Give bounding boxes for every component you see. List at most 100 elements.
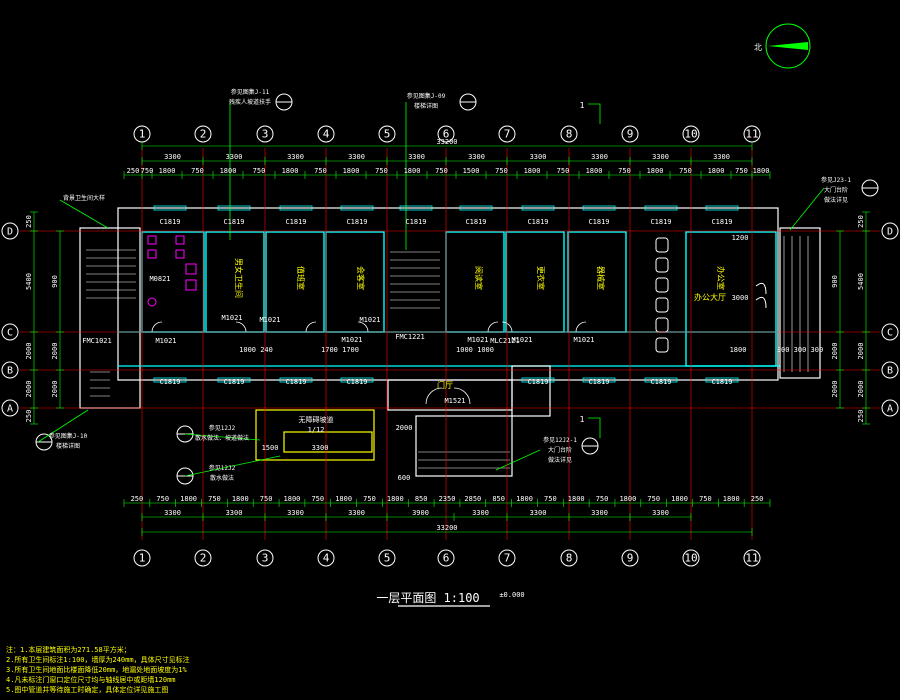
dim-right-outer-text: 2000	[857, 381, 865, 398]
grid-label-col: 2	[200, 128, 207, 141]
grid-label-row: A	[7, 404, 13, 415]
dim-detail-bottom-text: 1800	[619, 495, 636, 503]
window-mark	[582, 205, 616, 211]
window-mark	[521, 205, 555, 211]
dim-left-outer-text: 2000	[25, 343, 33, 360]
grid-label-row: C	[887, 328, 893, 339]
dim-bays-top-text: 3300	[468, 153, 485, 161]
ref-label: 参见图集J-11	[231, 88, 270, 96]
ramp-dim: 3300	[312, 444, 329, 452]
ref-label: 楼梯详图	[414, 102, 438, 110]
window-label-top: C1819	[405, 218, 426, 226]
dim-detail-top-text: 750	[314, 167, 327, 175]
ref-label: 背景卫生间大样	[63, 194, 105, 202]
window-mark	[340, 205, 374, 211]
grid-bubble-row	[1, 361, 19, 379]
dim-bays-top-text: 3300	[348, 153, 365, 161]
grid-bubble-col	[437, 125, 455, 143]
door-label: M1021	[341, 336, 362, 344]
ramp-title: 无障碍坡道	[299, 415, 334, 424]
dim-bays-bottom-text: 3900	[412, 509, 429, 517]
dim-detail-top-text: 1800	[708, 167, 725, 175]
ref-label: 散水做法、坡道做法	[195, 434, 249, 442]
dim-detail-bottom-text: 750	[544, 495, 557, 503]
dim-detail-bottom-text: 1800	[284, 495, 301, 503]
ref-label: 散水做法	[210, 474, 234, 482]
outer-wall	[117, 207, 779, 381]
dim-detail-top-text: 1800	[647, 167, 664, 175]
dim-total-top-text: 33200	[436, 138, 457, 146]
dim-detail-top-text: 750	[618, 167, 631, 175]
door-label: M1021	[467, 336, 488, 344]
window-label-bottom: C1819	[588, 378, 609, 386]
dim-bays-bottom-text: 3300	[472, 509, 489, 517]
grid-bubble-col	[743, 549, 761, 567]
door-label: M1021	[573, 336, 594, 344]
grid-label-col: 7	[504, 552, 511, 565]
window-label-top: C1819	[223, 218, 244, 226]
dim-right-outer-text: 5400	[857, 273, 865, 290]
dim-detail-bottom-text: 850	[415, 495, 428, 503]
measure-label: 300 300 300	[777, 346, 823, 354]
window-mark	[644, 205, 678, 211]
measure-label: 1700 1700	[321, 346, 359, 354]
dim-bays-top-text: 3300	[591, 153, 608, 161]
grid-bubble-row	[881, 222, 899, 240]
grid-bubble-col	[498, 549, 516, 567]
dim-detail-bottom-text: 2350	[439, 495, 456, 503]
dim-bays-bottom-text: 3300	[652, 509, 669, 517]
room-label: 值班室	[296, 266, 306, 290]
dim-detail-bottom-text: 750	[699, 495, 712, 503]
ref-label: 楼梯详图	[56, 442, 80, 450]
room-label: 阅读室	[474, 266, 484, 290]
grid-label-col: 1	[139, 552, 146, 565]
dim-left-outer-text: 5400	[25, 273, 33, 290]
grid-label-col: 8	[566, 128, 573, 141]
dim-bays-top-text: 3300	[713, 153, 730, 161]
grid-bubble-col	[498, 125, 516, 143]
grid-label-col: 6	[443, 128, 450, 141]
window-mark	[521, 377, 555, 383]
measure-label: 2000	[396, 424, 413, 432]
room-label-entrance: 门厅	[437, 380, 453, 390]
dim-detail-bottom-text: 1800	[180, 495, 197, 503]
grid-bubble-row	[881, 323, 899, 341]
grid-bubble-row	[1, 323, 19, 341]
ref-label: 参见J23-1	[821, 176, 851, 184]
grid-bubble-col	[621, 549, 639, 567]
dim-detail-top-text: 1800	[586, 167, 603, 175]
measure-label: 3000	[732, 294, 749, 302]
section-mark: 1	[580, 101, 585, 110]
grid-label-col: 4	[323, 128, 330, 141]
dim-bays-bottom-text: 3300	[287, 509, 304, 517]
grid-label-col: 3	[262, 128, 269, 141]
dim-bays-bottom-text: 3300	[348, 509, 365, 517]
room-label-hall: 办公大厅	[694, 292, 726, 302]
dim-bays-bottom-text: 3300	[226, 509, 243, 517]
ref-label: 大门台阶	[548, 446, 572, 454]
window-mark	[582, 377, 616, 383]
grid-label-col: 7	[504, 128, 511, 141]
dim-detail-top-text: 1800	[220, 167, 237, 175]
window-mark	[705, 377, 739, 383]
grid-label-col: 3	[262, 552, 269, 565]
grid-bubble-col	[682, 549, 700, 567]
door-label: M1021	[359, 316, 380, 324]
dim-bays-bottom-text: 3300	[530, 509, 547, 517]
dim-bays-top-text: 3300	[652, 153, 669, 161]
grid-bubble-col	[560, 125, 578, 143]
grid-bubble-col	[378, 125, 396, 143]
grid-label-col: 6	[443, 552, 450, 565]
dim-detail-top-text: 750	[375, 167, 388, 175]
dim-bays-top-text: 3300	[408, 153, 425, 161]
grid-label-col: 10	[684, 128, 697, 141]
door-label: M1021	[259, 316, 280, 324]
dim-detail-bottom-text: 1800	[671, 495, 688, 503]
grid-bubble-col	[437, 549, 455, 567]
window-mark	[217, 377, 251, 383]
note-line: 5.图中管道井等待施工时确定，具体定位详见施工图	[6, 685, 168, 694]
window-label-bottom: C1819	[285, 378, 306, 386]
grid-label-col: 8	[566, 552, 573, 565]
dim-detail-top-text: 1800	[343, 167, 360, 175]
